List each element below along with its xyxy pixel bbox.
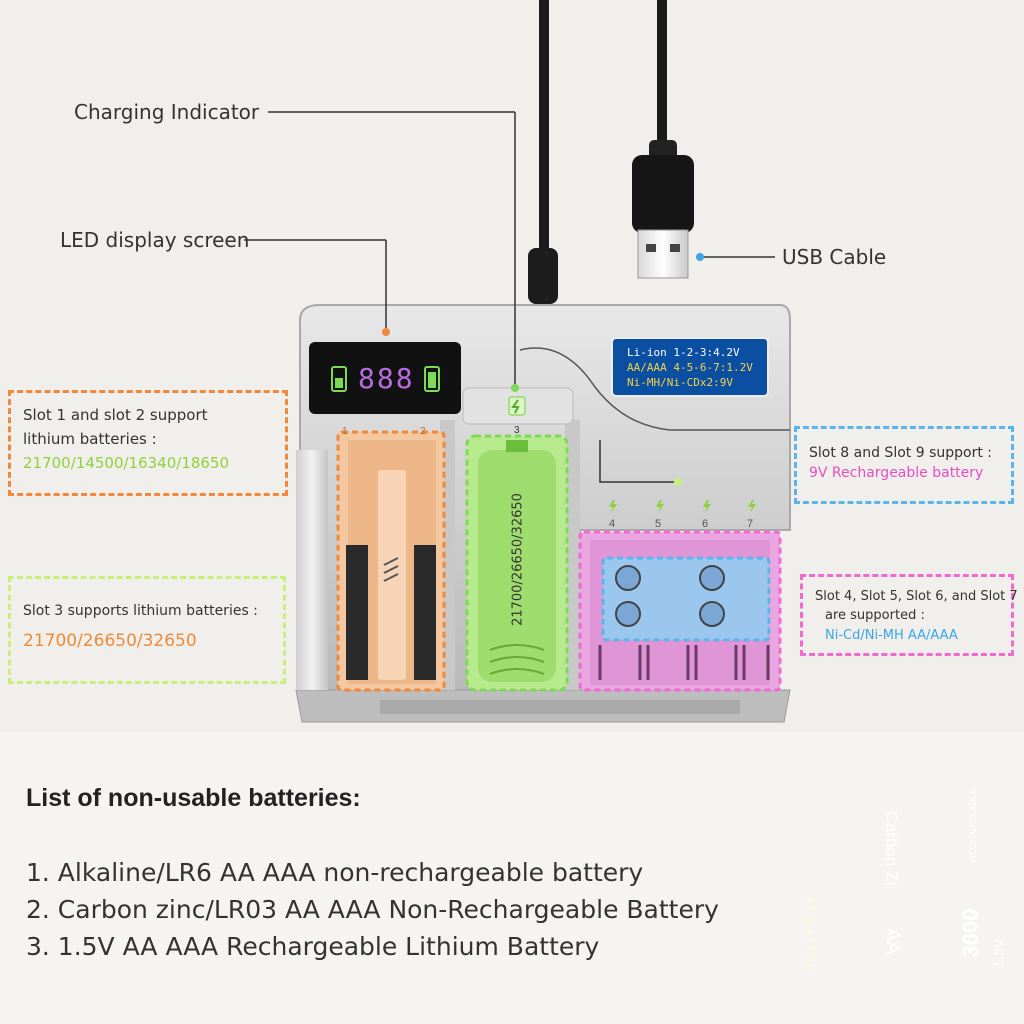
callout-slot-1-2-line-2: lithium batteries : — [23, 430, 157, 448]
non-usable-item-2: 2. Carbon zinc/LR03 AA AAA Non-Rechargea… — [26, 895, 719, 924]
callout-slot-8-9-value: 9V Rechargeable battery — [809, 465, 984, 481]
charging-indicator-label: Charging Indicator — [74, 100, 260, 124]
non-usable-section — [0, 732, 1024, 1024]
callout-slot-1-2-value: 21700/14500/16340/18650 — [23, 454, 230, 472]
callout-slot-8-9: Slot 8 and Slot 9 support : 9V Rechargea… — [794, 426, 1014, 504]
battery-label-lithium-capacity: 3000 — [958, 908, 983, 958]
led-readout: 888 — [358, 362, 415, 395]
slot-number-6: 6 — [702, 518, 709, 530]
battery-label-lithium-brand: RECHARGEABLE — [968, 787, 978, 863]
callout-slot-3-line-1: Slot 3 supports lithium batteries : — [23, 603, 258, 619]
slot-number-2: 2 — [420, 426, 426, 437]
battery-icon — [331, 366, 347, 392]
callout-slot-1-2: Slot 1 and slot 2 support lithium batter… — [8, 390, 288, 496]
callout-slot-1-2-line-1: Slot 1 and slot 2 support — [23, 406, 208, 424]
callout-slot-4-7-value: Ni-Cd/Ni-MH AA/AAA — [825, 628, 958, 643]
battery-label-carbon: Carbon Zi — [882, 810, 901, 886]
slot-3-battery-label: 21700/26650/32650 — [510, 493, 526, 626]
usb-cable-label: USB Cable — [782, 245, 887, 269]
non-usable-item-3: 3. 1.5V AA AAA Rechargeable Lithium Batt… — [26, 932, 600, 961]
callout-slot-3-value: 21700/26650/32650 — [23, 631, 197, 651]
slot-8-9 — [601, 556, 771, 642]
battery-label-carbon-size: AA — [881, 928, 904, 955]
usb-plug-icon — [632, 155, 694, 233]
non-usable-heading: List of non-usable batteries: — [26, 784, 361, 812]
callout-slot-4-7-line-2: are supported : — [825, 608, 925, 623]
callout-slot-4-7-line-1: Slot 4, Slot 5, Slot 6, and Slot 7 — [815, 589, 1018, 604]
info-panel-line-1: Li-ion 1-2-3:4.2V — [627, 346, 740, 359]
slot-number-1: 1 — [342, 426, 348, 437]
slot-number-7: 7 — [747, 518, 754, 530]
slot-number-3: 3 — [514, 425, 520, 436]
led-display — [309, 342, 461, 414]
led-display-label: LED display screen — [60, 228, 250, 252]
info-panel-line-3: Ni-MH/Ni-CDx2:9V — [627, 376, 733, 389]
battery-label-lithium-voltage: 1.5V — [990, 938, 1006, 968]
slot-number-4: 4 — [609, 518, 616, 530]
battery-label-alkaline: ALKALINE — [802, 896, 818, 975]
callout-slot-8-9-line-1: Slot 8 and Slot 9 support : — [809, 445, 992, 461]
slot-number-5: 5 — [655, 518, 662, 530]
callout-slot-4-7: Slot 4, Slot 5, Slot 6, and Slot 7 are s… — [800, 574, 1018, 656]
info-panel — [611, 337, 769, 397]
non-usable-item-1: 1. Alkaline/LR6 AA AAA non-rechargeable … — [26, 858, 644, 887]
info-panel-line-2: AA/AAA 4-5-6-7:1.2V — [627, 361, 753, 374]
callout-slot-3: Slot 3 supports lithium batteries : 2170… — [8, 576, 286, 684]
